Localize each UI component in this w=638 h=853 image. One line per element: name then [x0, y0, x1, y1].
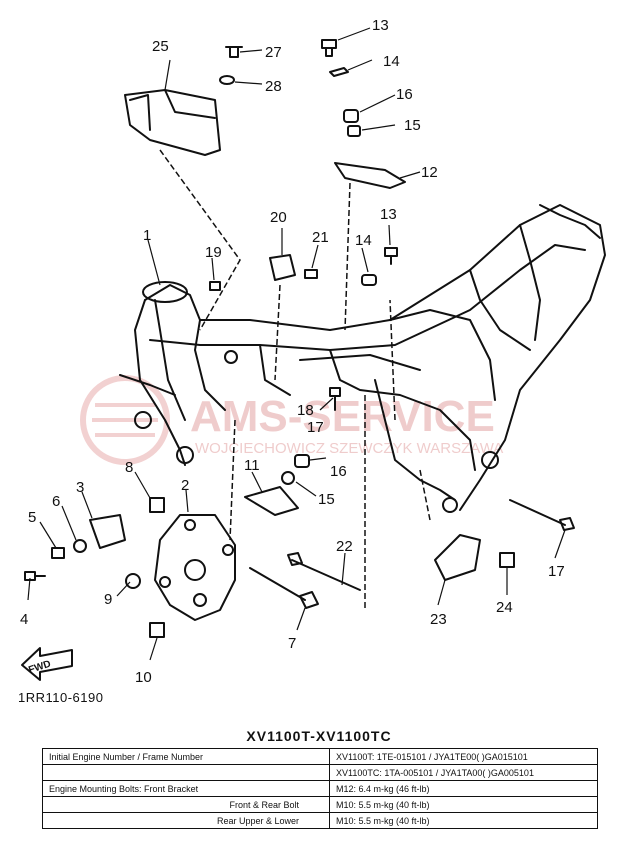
bolt-18 [287, 552, 361, 591]
callout-13-top: 13 [372, 17, 389, 34]
callout-19: 23 [430, 611, 447, 628]
callout-23: 19 [205, 244, 222, 261]
bracket-11 [244, 486, 299, 516]
row-value: M10: 5.5 m-kg (40 ft-lb) [329, 812, 598, 829]
fwd-arrow-icon [21, 647, 73, 681]
table-row: Initial Engine Number / Frame Number XV1… [42, 748, 598, 765]
callout-numbers: 25 27 28 13 14 16 15 12 1 19 20 21 13 14… [20, 17, 565, 686]
nut-10 [149, 622, 165, 638]
nut-8 [149, 497, 165, 513]
callout-13-right: 13 [380, 206, 397, 223]
callout-24: 20 [270, 209, 287, 226]
leader-lines [159, 149, 431, 610]
row-label: Rear Upper & Lower [42, 812, 330, 829]
callout-9: 9 [104, 591, 112, 608]
main-frame [119, 204, 606, 513]
row-label [42, 764, 330, 781]
callout-15-top: 15 [404, 117, 421, 134]
callout-20: 24 [496, 599, 513, 616]
callout-27: 27 [265, 44, 282, 61]
nut-5 [51, 547, 65, 559]
diagram-part-code: 1RR110-6190 [18, 690, 104, 705]
callout-4: 4 [20, 611, 28, 628]
bolt-17 [509, 499, 575, 531]
front-engine-bracket [154, 514, 236, 621]
callout-26: 25 [152, 38, 169, 55]
callout-11: 11 [244, 457, 260, 474]
exploded-frame-diagram: 25 27 28 13 14 16 15 12 1 19 20 21 13 14… [20, 17, 606, 686]
callout-12: 12 [421, 164, 438, 181]
washer-14-right [361, 274, 377, 286]
callout-22: 18 [297, 402, 314, 419]
table-row: Engine Mounting Bolts: Front Bracket M12… [42, 780, 598, 797]
table-row: XV1100TC: 1TA-005101 / JYA1TA00( )GA0051… [42, 764, 598, 781]
row-label: Front & Rear Bolt [42, 796, 330, 813]
callout-18: 22 [336, 538, 353, 555]
bolt-4 [24, 571, 46, 581]
bolt-23 [209, 281, 221, 291]
table-row: Front & Rear Bolt M10: 5.5 m-kg (40 ft-l… [42, 796, 598, 813]
callout-28: 28 [265, 78, 282, 95]
bolt-13-top [321, 39, 337, 57]
row-value: M12: 6.4 m-kg (46 ft-lb) [329, 780, 598, 797]
callout-6: 6 [52, 493, 60, 510]
watermark-subtext: WOJCIECHOWICZ SZEWCZYK WARSZAWA [195, 440, 504, 457]
seat-rail-cover [124, 89, 221, 156]
bushing-16-top [343, 109, 359, 123]
bracket-3 [89, 514, 126, 549]
plate-19 [434, 534, 481, 581]
bushing-16-mid [294, 454, 310, 468]
spec-table: Initial Engine Number / Frame Number XV1… [42, 748, 598, 829]
callout-3: 3 [76, 479, 84, 496]
callout-5: 5 [28, 509, 36, 526]
callout-10: 10 [135, 669, 152, 686]
bolt-27 [225, 46, 243, 58]
row-label: Initial Engine Number / Frame Number [42, 748, 330, 765]
nut-20 [499, 552, 515, 568]
collar-15-mid [281, 471, 295, 485]
watermark-logo [80, 375, 170, 465]
washer-6 [73, 539, 87, 553]
clamp-24 [269, 254, 296, 281]
collar-15-top [347, 125, 361, 137]
row-value: XV1100T: 1TE-015101 / JYA1TE00( )GA01510… [329, 748, 598, 765]
callout-15-mid: 15 [318, 491, 335, 508]
row-label: Engine Mounting Bolts: Front Bracket [42, 780, 330, 797]
bolt-7 [249, 567, 319, 609]
callout-14-right: 14 [355, 232, 372, 249]
callout-17-label: 17 [548, 563, 565, 580]
callout-8: 8 [125, 459, 133, 476]
bracket-12 [334, 162, 406, 189]
callout-16-mid: 16 [330, 463, 347, 480]
callout-1: 1 [143, 227, 151, 244]
callout-2: 2 [181, 477, 189, 494]
washer-14-top [329, 67, 349, 77]
watermark-text: AMS-SERVICE [190, 392, 495, 441]
table-row: Rear Upper & Lower M10: 5.5 m-kg (40 ft-… [42, 812, 598, 829]
callout-25: 21 [312, 229, 329, 246]
bolt-25 [304, 269, 318, 279]
callout-14-top: 14 [383, 53, 400, 70]
bolt-13-right [384, 247, 398, 265]
washer-9 [125, 573, 141, 589]
callout-7: 7 [288, 635, 296, 652]
callout-21: 17 [307, 419, 324, 436]
row-value: M10: 5.5 m-kg (40 ft-lb) [329, 796, 598, 813]
row-value: XV1100TC: 1TA-005101 / JYA1TA00( )GA0051… [329, 764, 598, 781]
callout-16-top: 16 [396, 86, 413, 103]
bolt-22 [329, 387, 341, 411]
callout-lines [27, 27, 566, 661]
washer-28 [219, 75, 235, 85]
model-title: XV1100T-XV1100TC [246, 728, 392, 744]
